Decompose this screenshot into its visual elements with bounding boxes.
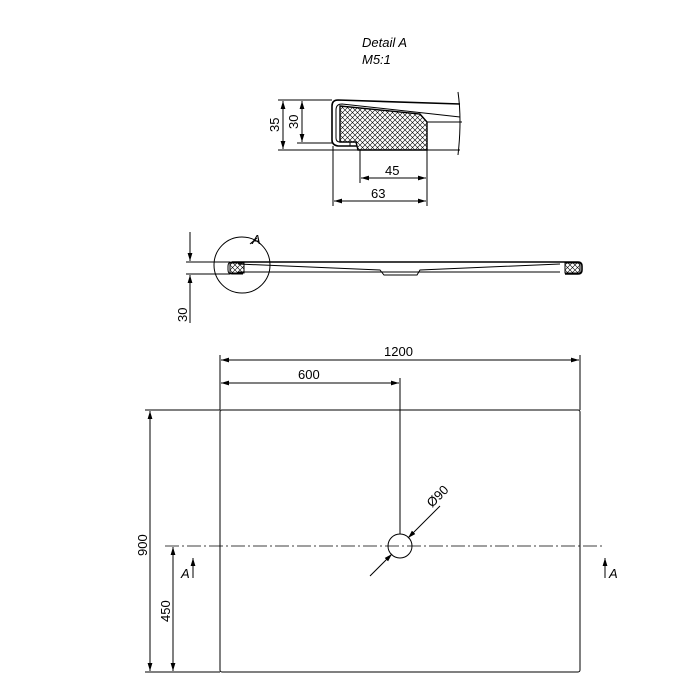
detail-circle [213, 236, 271, 294]
profile-continuation [427, 121, 462, 151]
profile-core [339, 105, 428, 151]
profile-shell [331, 99, 461, 147]
dim-900-label: 900 [135, 534, 150, 556]
section-mark-right: A [608, 566, 618, 581]
dim-35-label: 35 [267, 118, 282, 132]
plan-view: 1200 600 Ø90 900 450 A A [135, 344, 618, 673]
detail-a: Detail A M5:1 35 30 45 63 [267, 35, 462, 206]
section-view: A 30 [175, 232, 583, 323]
dim-30-label: 30 [286, 115, 301, 129]
section-mark-left: A [180, 566, 190, 581]
dim-45-label: 45 [385, 163, 399, 178]
drain-leader [407, 505, 441, 539]
drain-hole [387, 533, 413, 559]
dim-1200-label: 1200 [384, 344, 413, 359]
edge-core-left [229, 262, 245, 274]
detail-scale: M5:1 [362, 52, 391, 67]
dim-450-label: 450 [158, 600, 173, 622]
dim-63-label: 63 [371, 186, 385, 201]
detail-marker: A [251, 232, 261, 247]
dim-600-label: 600 [298, 367, 320, 382]
section-height-label: 30 [175, 308, 190, 322]
detail-title: Detail A [362, 35, 407, 50]
drain-label: Ø90 [424, 482, 452, 510]
edge-core-right [564, 262, 581, 274]
profile-inner [335, 103, 461, 146]
break-line [457, 91, 461, 156]
